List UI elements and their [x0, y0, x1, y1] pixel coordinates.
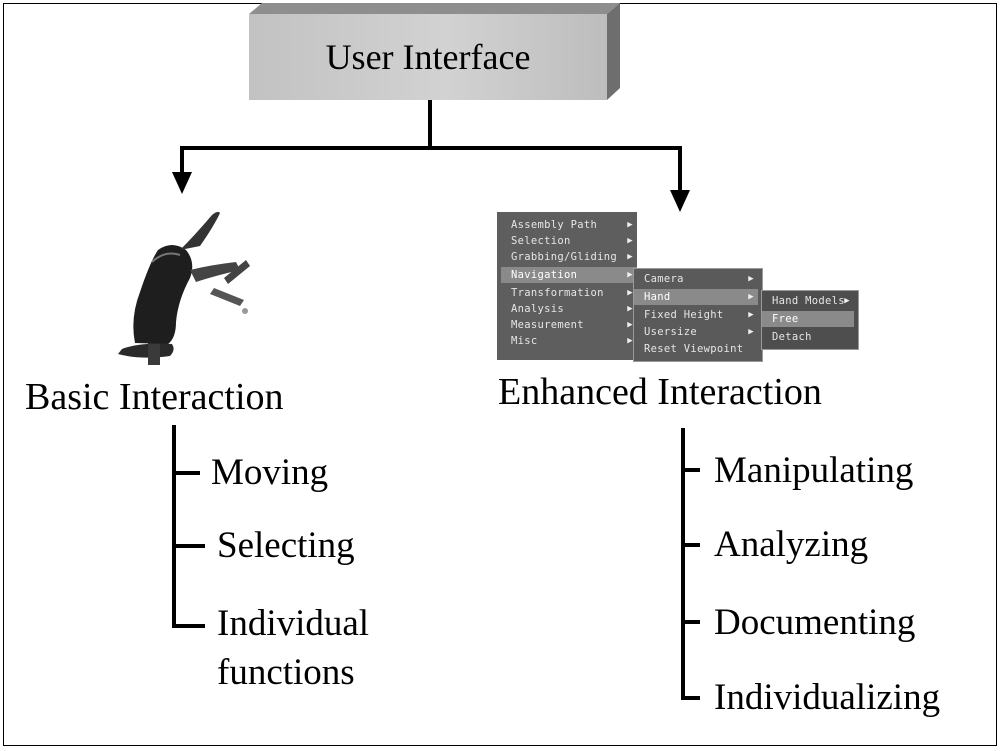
basic-item-functions: functions — [217, 652, 355, 693]
user-interface-box: User Interface — [249, 14, 607, 100]
arrow-right-icon: ▶ — [844, 296, 850, 306]
submenu-item-reset-viewpoint[interactable]: Reset Viewpoint — [634, 341, 758, 357]
enhanced-item-individualizing: Individualizing — [714, 677, 941, 718]
3d-input-device-icon — [118, 211, 250, 365]
arrow-right-icon: ▶ — [627, 252, 633, 262]
menu-item-label: Free — [772, 313, 799, 325]
menu-item-label: Navigation — [511, 269, 578, 281]
menu-item-label: Grabbing/Gliding — [511, 251, 617, 263]
submenu-item-camera[interactable]: Camera ▶ — [634, 271, 758, 287]
arrow-right-icon: ▶ — [627, 220, 633, 230]
arrow-right-icon: ▶ — [627, 320, 633, 330]
enhanced-item-manipulating: Manipulating — [714, 450, 914, 491]
menu-item-label: Measurement — [511, 319, 584, 331]
user-interface-label: User Interface — [325, 37, 531, 77]
menu-item-label: Hand — [644, 291, 671, 303]
arrow-right-icon: ▶ — [627, 336, 633, 346]
main-menu-list: Assembly Path ▶ Selection ▶ Grabbing/Glidi… — [501, 217, 637, 349]
right-arrowhead — [670, 190, 690, 212]
left-arrowhead — [172, 172, 192, 194]
submenu-item-hand-models[interactable]: Hand Models▶ — [762, 293, 854, 309]
menu-item-label: Transformation — [511, 287, 604, 299]
arrow-right-icon: ▶ — [627, 270, 633, 280]
basic-interaction-heading: Basic Interaction — [25, 376, 284, 418]
arrow-right-icon: ▶ — [748, 292, 754, 302]
menu-item-label: Camera — [644, 273, 684, 285]
menu-item-measurement[interactable]: Measurement ▶ — [501, 317, 637, 333]
enhanced-interaction-heading: Enhanced Interaction — [498, 371, 822, 413]
main-menu-panel — [497, 212, 637, 360]
hand-submenu-panel: Hand Models▶ Free Detach — [761, 290, 859, 350]
menu-item-label: Selection — [511, 235, 571, 247]
arrow-right-icon: ▶ — [627, 304, 633, 314]
submenu-item-detach[interactable]: Detach — [762, 329, 854, 345]
basic-item-selecting: Selecting — [217, 525, 355, 566]
enhanced-item-analyzing: Analyzing — [714, 524, 869, 565]
menu-item-label: Assembly Path — [511, 219, 598, 231]
ui-box-top-face — [249, 3, 620, 14]
menu-item-label: Hand Models — [772, 295, 845, 307]
menu-item-label: Reset Viewpoint — [644, 343, 744, 355]
submenu-item-usersize[interactable]: Usersize ▶ — [634, 324, 758, 340]
arrow-right-icon: ▶ — [627, 236, 633, 246]
menu-item-label: Misc — [511, 335, 538, 347]
enhanced-item-documenting: Documenting — [714, 602, 916, 643]
menu-item-transformation[interactable]: Transformation ▶ — [501, 285, 637, 301]
menu-item-analysis[interactable]: Analysis ▶ — [501, 301, 637, 317]
menu-screenshot: Assembly Path ▶ Selection ▶ Grabbing/Glidi… — [497, 212, 867, 362]
menu-item-label: Detach — [772, 331, 812, 343]
menu-item-grabbing-gliding[interactable]: Grabbing/Gliding ▶ — [501, 249, 637, 265]
menu-item-label: Fixed Height — [644, 309, 724, 321]
submenu-item-free[interactable]: Free — [762, 311, 854, 327]
basic-item-individual: Individual — [217, 603, 370, 644]
submenu-item-hand[interactable]: Hand ▶ — [634, 289, 758, 305]
menu-item-assembly-path[interactable]: Assembly Path ▶ — [501, 217, 637, 233]
submenu-item-fixed-height[interactable]: Fixed Height ▶ — [634, 307, 758, 323]
navigation-submenu-panel: Camera ▶ Hand ▶ Fixed Height ▶ Usersize ▶ Re… — [633, 268, 763, 362]
arrow-right-icon: ▶ — [748, 274, 754, 284]
arrow-right-icon: ▶ — [748, 327, 754, 337]
basic-item-moving: Moving — [211, 452, 329, 493]
menu-item-selection[interactable]: Selection ▶ — [501, 233, 637, 249]
arrow-right-icon: ▶ — [748, 310, 754, 320]
menu-item-navigation[interactable]: Navigation ▶ — [501, 267, 637, 283]
ui-box-side-face — [607, 3, 620, 100]
menu-item-label: Analysis — [511, 303, 564, 315]
menu-item-misc[interactable]: Misc ▶ — [501, 333, 637, 349]
menu-item-label: Usersize — [644, 326, 697, 338]
arrow-right-icon: ▶ — [627, 288, 633, 298]
